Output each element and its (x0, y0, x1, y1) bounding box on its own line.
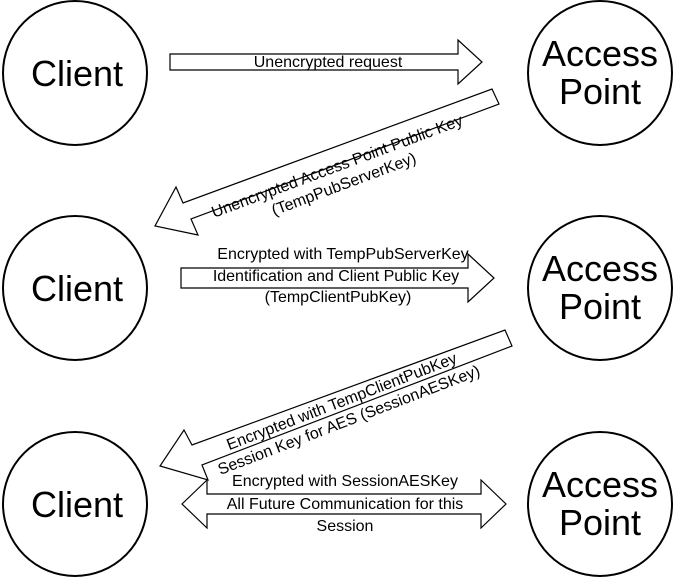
arrow-session-key (159, 329, 513, 481)
access-point-node-3 (527, 431, 673, 577)
arrow-label-unencrypted-request: Unencrypted request (254, 54, 403, 71)
arrow2-label-line2: Identification and Client Public Key (213, 268, 459, 285)
client-label-3: Client (31, 484, 123, 525)
access-point-node-2 (527, 215, 673, 361)
arrow2-label-line3: (TempClientPubKey) (265, 289, 412, 306)
access-point-label-2-line1: Access (542, 248, 658, 289)
access-point-label-3-line1: Access (542, 464, 658, 505)
diag2-label-line2: Session Key for AES (SessionAESKey) (216, 363, 483, 479)
arrow3-label-line1: Encrypted with SessionAESKey (232, 473, 458, 490)
arrow2-label-line1: Encrypted with TempPubServerKey (217, 246, 468, 263)
arrow-future-communication (181, 478, 507, 530)
client-label-1: Client (31, 53, 123, 94)
access-point-label-2-line2: Point (559, 286, 641, 327)
client-node-1 (2, 0, 148, 146)
client-node-3 (2, 431, 148, 577)
arrow-unencrypted-request (169, 38, 483, 86)
arrow-ap-public-key (154, 88, 500, 236)
arrow3-label-line3: Session (317, 518, 374, 535)
arrow3-label-line2: All Future Communication for this (227, 496, 464, 513)
access-point-label-1-line2: Point (559, 71, 641, 112)
diag2-label-line1: Encrypted with TempClientPubKey (224, 350, 459, 454)
diag1-label-line1: Unencrypted Access Point Public Key (209, 112, 465, 221)
client-label-2: Client (31, 268, 123, 309)
access-point-label-1-line1: Access (542, 33, 658, 74)
access-point-node-1 (527, 0, 673, 146)
arrow-client-public-key (180, 252, 495, 304)
access-point-label-3-line2: Point (559, 502, 641, 543)
client-node-2 (2, 215, 148, 361)
